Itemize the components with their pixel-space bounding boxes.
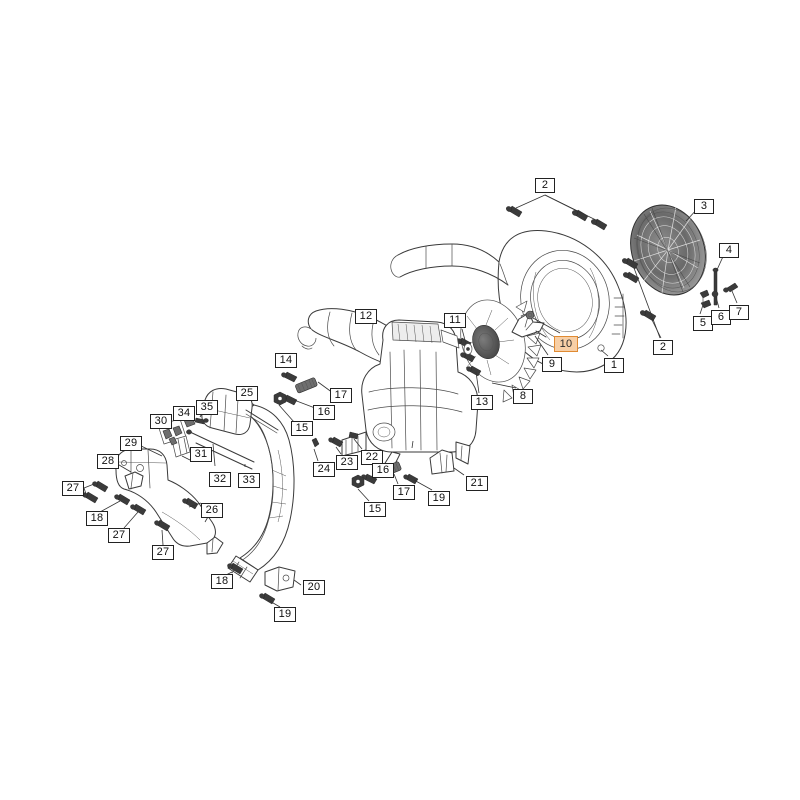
callout-17[interactable]: 17: [393, 485, 415, 500]
callout-17[interactable]: 17: [330, 388, 352, 403]
callout-6[interactable]: 6: [711, 310, 731, 325]
callout-14[interactable]: 14: [275, 353, 297, 368]
parts-18-19-20-bottom: [223, 562, 302, 608]
callout-20[interactable]: 20: [303, 580, 325, 595]
callout-21[interactable]: 21: [466, 476, 488, 491]
callout-19[interactable]: 19: [274, 607, 296, 622]
callout-32[interactable]: 32: [209, 472, 231, 487]
parts-11-13-screws: [456, 328, 482, 394]
callout-33[interactable]: 33: [238, 473, 260, 488]
callout-25[interactable]: 25: [236, 386, 258, 401]
powerhead-body: [341, 319, 479, 471]
parts-19-21-bracket: [403, 449, 465, 491]
callout-16[interactable]: 16: [313, 405, 335, 420]
callout-5[interactable]: 5: [693, 316, 713, 331]
parts-4-5-6-7-hardware: [699, 249, 739, 315]
callout-34[interactable]: 34: [173, 406, 195, 421]
callout-8[interactable]: 8: [513, 389, 533, 404]
part-3-intake-grille: [630, 204, 707, 296]
callout-18[interactable]: 18: [211, 574, 233, 589]
callout-15[interactable]: 15: [364, 502, 386, 517]
callout-27[interactable]: 27: [108, 528, 130, 543]
callout-24[interactable]: 24: [313, 462, 335, 477]
callout-22[interactable]: 22: [361, 450, 383, 465]
callout-30[interactable]: 30: [150, 414, 172, 429]
callout-2[interactable]: 2: [653, 340, 673, 355]
callout-13[interactable]: 13: [471, 395, 493, 410]
callout-11[interactable]: 11: [444, 313, 466, 328]
callout-4[interactable]: 4: [719, 243, 739, 258]
callout-23[interactable]: 23: [336, 455, 358, 470]
callout-3[interactable]: 3: [694, 199, 714, 214]
callout-27[interactable]: 27: [152, 545, 174, 560]
callout-26[interactable]: 26: [201, 503, 223, 518]
callout-15[interactable]: 15: [291, 421, 313, 436]
callout-29[interactable]: 29: [120, 436, 142, 451]
callout-18[interactable]: 18: [86, 511, 108, 526]
part-28-trigger-lever: [113, 461, 144, 490]
callout-28[interactable]: 28: [97, 454, 119, 469]
callout-7[interactable]: 7: [729, 305, 749, 320]
callout-10-highlighted[interactable]: 10: [554, 336, 578, 352]
callout-31[interactable]: 31: [190, 447, 212, 462]
callout-19[interactable]: 19: [428, 491, 450, 506]
callout-1[interactable]: 1: [604, 358, 624, 373]
parts-22-23-24: [311, 431, 363, 462]
callout-27[interactable]: 27: [62, 481, 84, 496]
part-2-housing-screws-top: [506, 194, 608, 231]
parts-27-18-screws-left: [82, 480, 202, 546]
callout-2[interactable]: 2: [535, 178, 555, 193]
callout-12[interactable]: 12: [355, 309, 377, 324]
part-10-fan-retainer-nut: [525, 310, 561, 334]
callout-35[interactable]: 35: [196, 400, 218, 415]
part-2-housing-screws-right: [622, 257, 662, 339]
callout-9[interactable]: 9: [542, 357, 562, 372]
callout-16[interactable]: 16: [372, 463, 394, 478]
